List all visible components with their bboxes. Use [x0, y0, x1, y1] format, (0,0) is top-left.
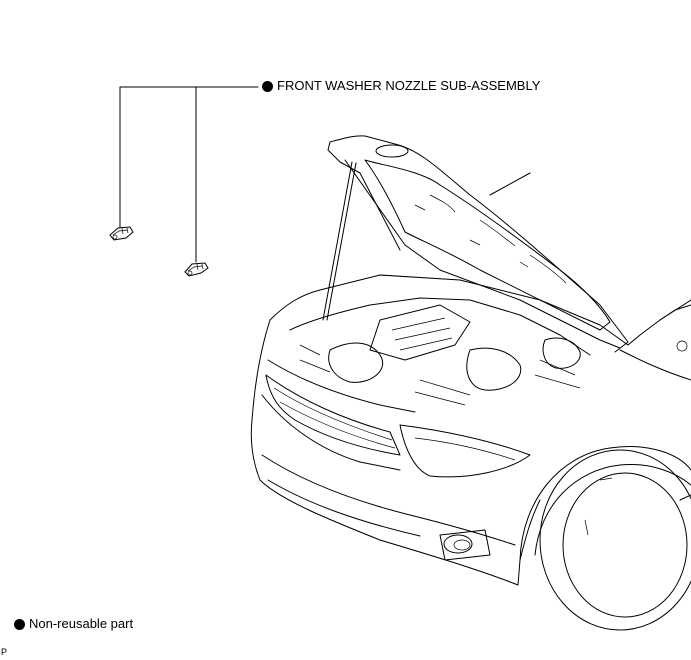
- washer-nozzle-right-part: [184, 262, 209, 277]
- vehicle-front-illustration: [250, 135, 691, 631]
- washer-nozzle-left-part: [109, 226, 134, 241]
- callout-leader-lines: [119, 86, 259, 263]
- legend-label: Non-reusable part: [29, 616, 134, 631]
- figure-code: P: [1, 647, 8, 657]
- non-reusable-legend-icon: [14, 618, 25, 630]
- front-washer-nozzle-callout: FRONT WASHER NOZZLE SUB-ASSEMBLY: [262, 78, 540, 94]
- non-reusable-legend: Non-reusable part: [14, 616, 133, 632]
- callout-label: FRONT WASHER NOZZLE SUB-ASSEMBLY: [277, 78, 541, 93]
- non-reusable-marker-icon: [262, 80, 273, 92]
